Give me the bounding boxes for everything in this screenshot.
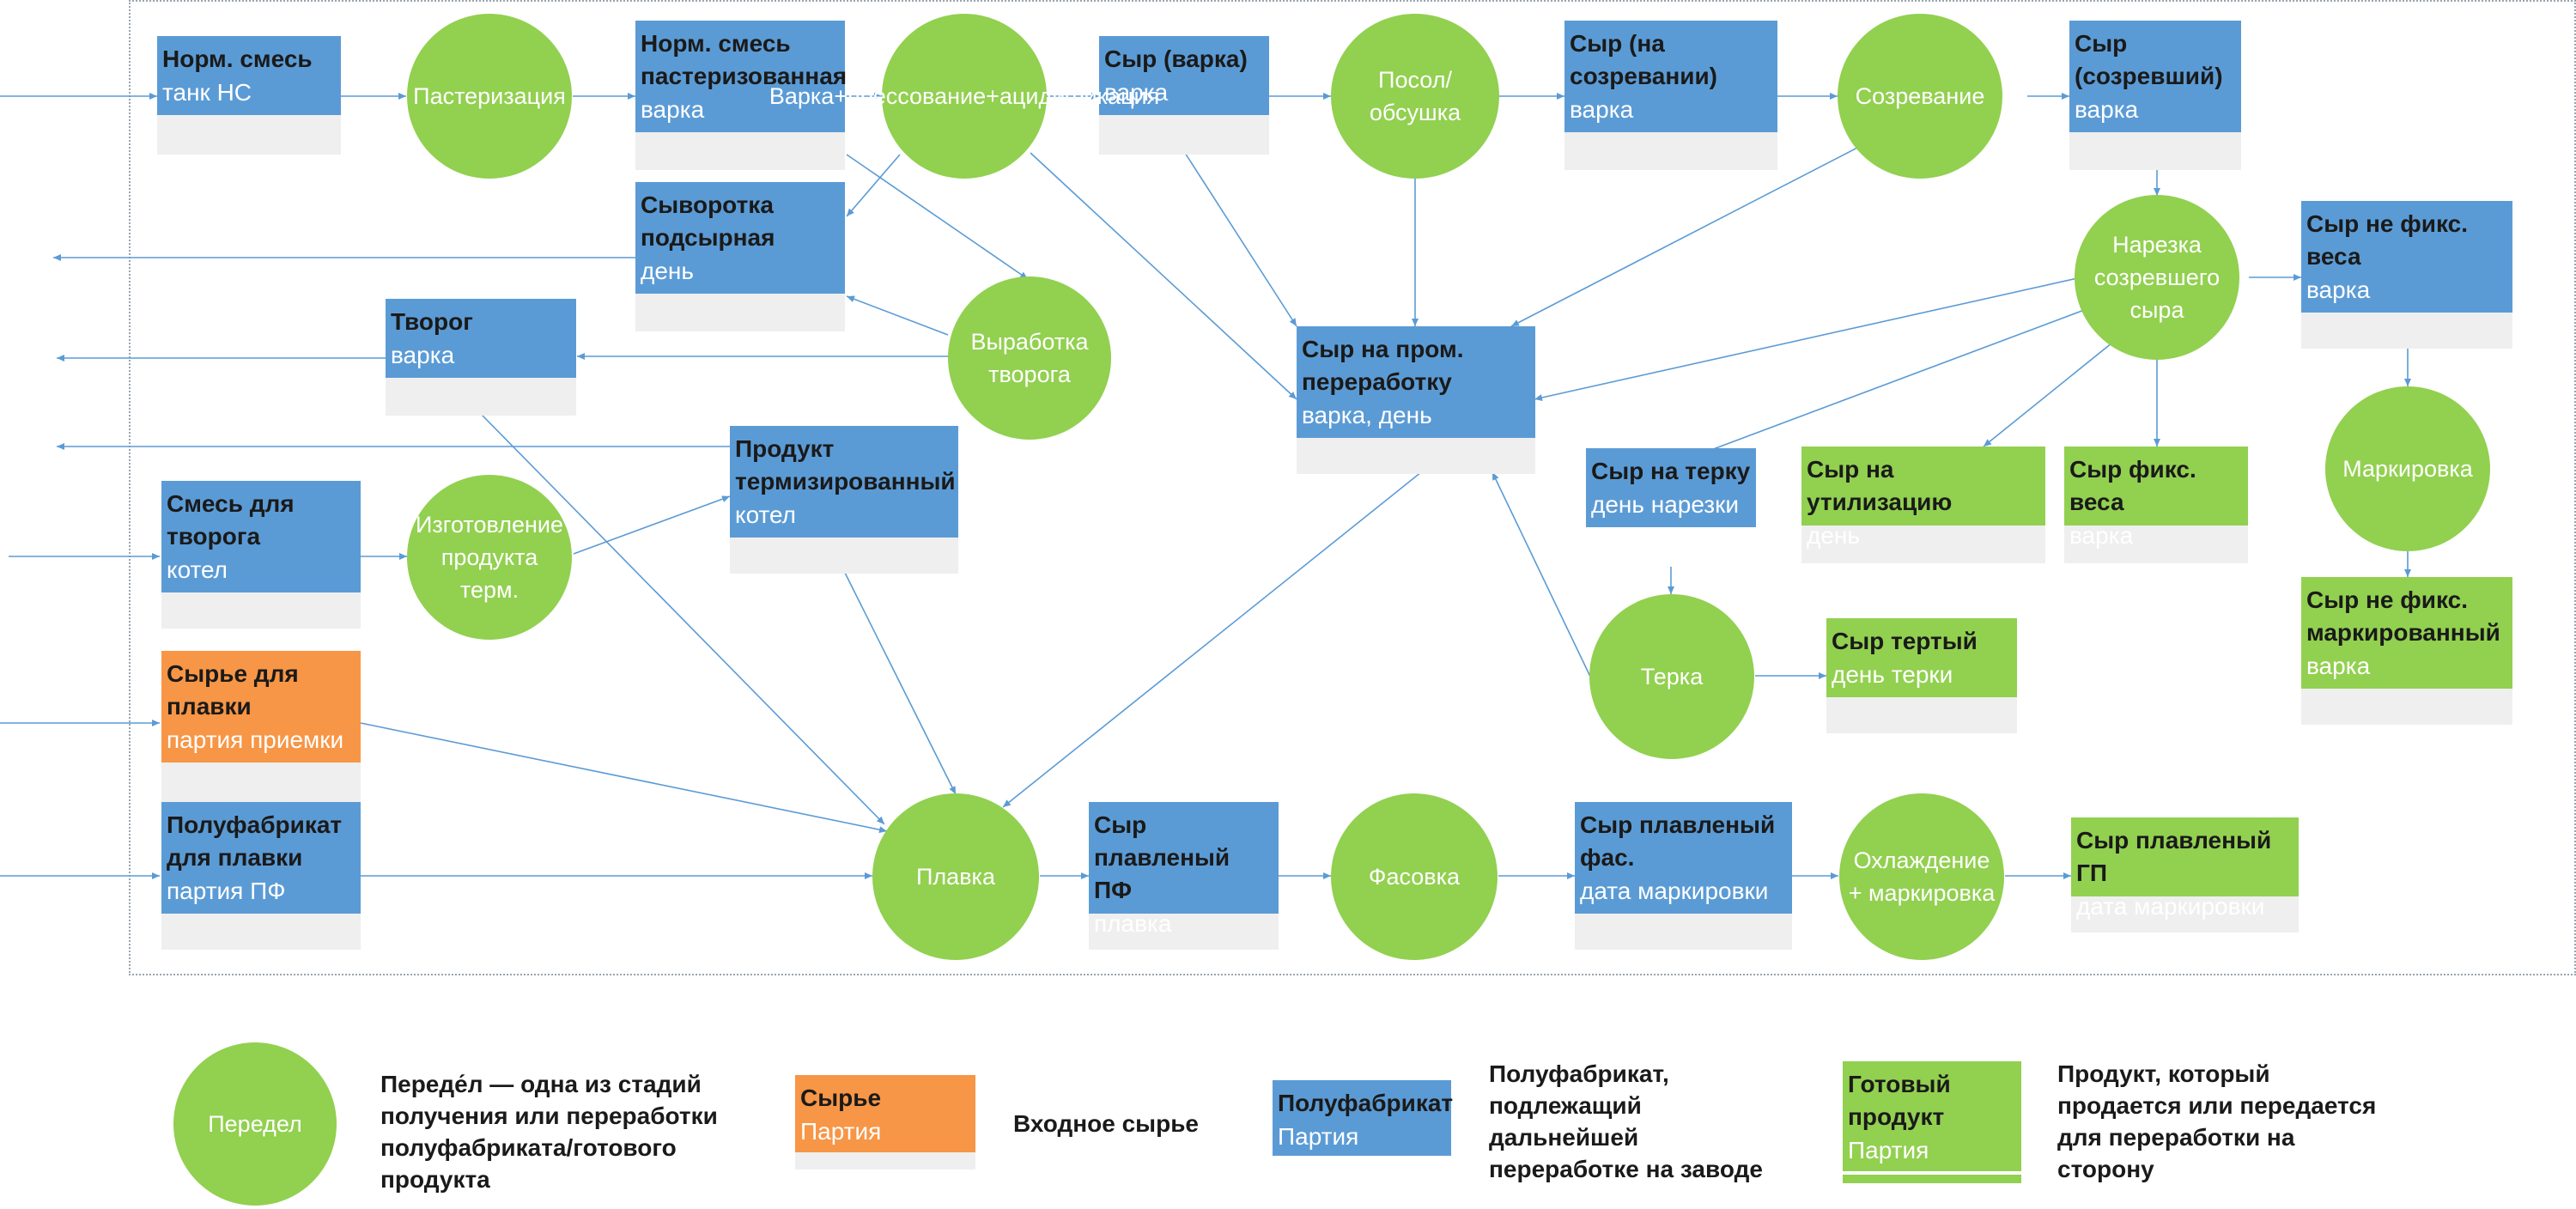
node-batch: день [1807, 522, 1860, 549]
node-batch: танк НС [162, 79, 252, 106]
legend-peredel-desc: Переде́л — одна из стадий получения или … [380, 1071, 718, 1193]
node-batch: варка [641, 96, 705, 123]
legend-pf-title: Полуфабрикат [1278, 1090, 1454, 1116]
node-name: Творог [391, 308, 473, 335]
process-sozrevanie[interactable]: Созревание [1838, 14, 2002, 179]
node-name: Сыр не фикс. маркированный [2306, 586, 2500, 646]
node-syr-varka[interactable]: Сыр (варка) варка [1099, 36, 1269, 155]
legend-syre-desc: Входное сырье [1013, 1110, 1199, 1137]
node-batch: варка [2075, 96, 2139, 123]
node-name: Сыр тертый [1832, 628, 1978, 654]
node-batch: варка [1570, 96, 1634, 123]
node-tvorog[interactable]: Творог варка [386, 299, 576, 416]
node-name: Сыр плавленый ГП [2076, 827, 2272, 886]
node-batch: день терки [1832, 661, 1953, 688]
node-batch: день [641, 258, 694, 284]
node-batch: партия ПФ [167, 878, 286, 904]
node-name: Сырье для плавки [167, 660, 299, 720]
node-name: Сыр плавленый ПФ [1094, 811, 1230, 903]
node-name: Сыр на пром. переработку [1302, 336, 1464, 395]
node-syre-plavki[interactable]: Сырье для плавки партия приемки [161, 651, 361, 802]
process-izgotovlenie[interactable]: Изготовление продукта терм. [407, 475, 572, 640]
node-batch: варка [1104, 79, 1169, 106]
node-name: Норм. смесь [162, 46, 313, 72]
node-batch: варка [391, 342, 455, 368]
node-syr-util[interactable]: Сыр на утилизацию день [1801, 447, 2045, 563]
node-syr-plav-gp[interactable]: Сыр плавленый ГП дата маркировки [2071, 817, 2299, 933]
process-plavka[interactable]: Плавка [872, 793, 1039, 960]
legend-syre-title: Сырье [800, 1084, 882, 1111]
process-markirovka[interactable]: Маркировка [2325, 386, 2490, 551]
node-syr-fiks[interactable]: Сыр фикс. веса варка [2064, 447, 2248, 563]
node-name: Продукт термизированный [735, 435, 956, 495]
process-narezka[interactable]: Нарезка созревшего сыра [2075, 195, 2239, 360]
legend-gp-title: Готовый продукт [1848, 1071, 1951, 1130]
node-name: Сыр на утилизацию [1807, 456, 1953, 515]
node-batch: варка [2069, 522, 2134, 549]
node-produkt-term[interactable]: Продукт термизированный котел [730, 426, 958, 574]
node-name: Полуфабрикат для плавки [167, 811, 343, 871]
node-batch: котел [167, 556, 228, 583]
node-batch: варка [2306, 653, 2371, 679]
node-syr-na-sozrevanii[interactable]: Сыр (на созревании) варка [1564, 21, 1777, 170]
node-smes-tvorog[interactable]: Смесь для творога котел [161, 481, 361, 629]
node-norm-smes-past[interactable]: Норм. смесь пастеризованная варка [635, 21, 848, 170]
node-syr-ne-fiks[interactable]: Сыр не фикс. веса варка [2301, 201, 2512, 349]
node-batch: дата маркировки [1580, 878, 1769, 904]
process-ohlazhdenie[interactable]: Охлаждение + маркировка [1839, 793, 2004, 960]
node-batch: день нарезки [1591, 491, 1740, 518]
node-batch: дата маркировки [2076, 893, 2265, 920]
legend-pf-sub: Партия [1278, 1123, 1359, 1150]
node-name: Сыр на терку [1591, 458, 1751, 484]
node-syr-ne-fiks-mark[interactable]: Сыр не фикс. маркированный варка [2301, 577, 2512, 725]
node-pf-plavki[interactable]: Полуфабрикат для плавки партия ПФ [161, 802, 361, 950]
node-name: Норм. смесь пастеризованная [641, 30, 848, 89]
node-syr-prom[interactable]: Сыр на пром. переработку варка, день [1297, 326, 1535, 474]
node-syr-plav-pf[interactable]: Сыр плавленый ПФ плавка [1089, 802, 1279, 950]
node-name: Сыр плавленый фас. [1580, 811, 1776, 871]
process-varka[interactable]: Варка+прессование+ацидификация [769, 14, 1159, 179]
node-name: Сыр (варка) [1104, 46, 1248, 72]
node-syr-plav-fas[interactable]: Сыр плавленый фас. дата маркировки [1575, 802, 1792, 950]
node-norm-smes[interactable]: Норм. смесь танк НС [157, 36, 341, 155]
process-terka[interactable]: Терка [1589, 594, 1754, 759]
node-name: Сыворотка подсырная [641, 191, 775, 251]
node-name: Смесь для творога [167, 490, 295, 550]
node-batch: варка [2306, 276, 2371, 303]
legend-gp-desc: Продукт, который продается или передаетс… [2057, 1060, 2377, 1182]
legend-syre-sub: Партия [800, 1118, 882, 1145]
node-name: Сыр не фикс. веса [2306, 210, 2468, 270]
process-area-frame [129, 0, 2576, 975]
node-batch: партия приемки [167, 726, 344, 753]
node-batch: плавка [1094, 910, 1172, 937]
node-syr-na-terku[interactable]: Сыр на терку день нарезки [1586, 448, 1756, 527]
process-fasovka[interactable]: Фасовка [1331, 793, 1498, 960]
legend-gp-sub: Партия [1848, 1137, 1929, 1163]
node-batch: котел [735, 501, 797, 528]
node-syr-sozrevshiy[interactable]: Сыр (созревший) варка [2069, 21, 2241, 170]
node-syvorotka[interactable]: Сыворотка подсырная день [635, 182, 845, 331]
node-name: Сыр (на созревании) [1570, 30, 1717, 89]
node-name: Сыр фикс. веса [2069, 456, 2196, 515]
process-pasterizaciya[interactable]: Пастеризация [407, 14, 572, 179]
process-vyrabotka[interactable]: Выработка творога [948, 276, 1111, 440]
process-posol[interactable]: Посол/ обсушка [1331, 14, 1499, 179]
node-syr-tertyy[interactable]: Сыр тертый день терки [1826, 618, 2017, 733]
legend-pf-desc: Полуфабрикат, подлежащий дальнейшей пере… [1489, 1060, 1763, 1182]
node-name: Сыр (созревший) [2075, 30, 2223, 89]
legend-peredel-circle: Передел [173, 1042, 337, 1206]
node-batch: варка, день [1302, 402, 1432, 428]
